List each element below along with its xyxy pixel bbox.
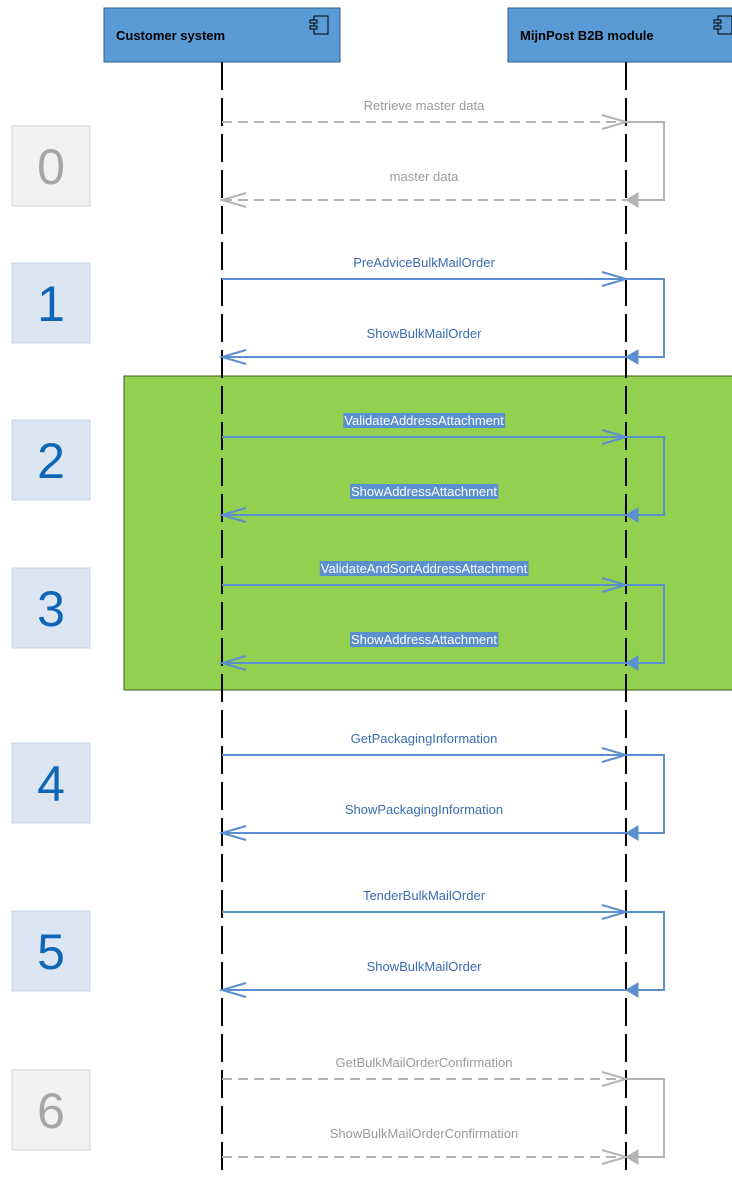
participant-box bbox=[507, 7, 732, 63]
request-label: Retrieve master data bbox=[364, 98, 485, 113]
loop-arrowhead bbox=[625, 192, 639, 208]
label-highlight bbox=[343, 413, 506, 428]
step-number-box bbox=[11, 262, 91, 344]
module-loop bbox=[626, 278, 665, 358]
request-label: ValidateAndSortAddressAttachment bbox=[321, 561, 528, 576]
participant-label: MijnPost B2B module bbox=[520, 28, 654, 43]
module-loop bbox=[626, 121, 665, 201]
loop-arrowhead bbox=[625, 349, 639, 365]
loop-arrowhead bbox=[625, 1149, 639, 1165]
response-label: master data bbox=[390, 169, 459, 184]
request-label: PreAdviceBulkMailOrder bbox=[353, 255, 495, 270]
response-arrowhead bbox=[218, 825, 247, 841]
step-number-box bbox=[11, 125, 91, 207]
loop-arrowhead bbox=[625, 655, 639, 671]
module-loop bbox=[626, 436, 665, 516]
response-arrowhead bbox=[218, 507, 247, 523]
step-number-box bbox=[11, 910, 91, 992]
step-number: 2 bbox=[37, 433, 65, 489]
request-label: ValidateAddressAttachment bbox=[344, 413, 504, 428]
request-label: TenderBulkMailOrder bbox=[363, 888, 486, 903]
request-label: GetPackagingInformation bbox=[351, 731, 498, 746]
label-highlight bbox=[350, 632, 499, 647]
response-arrowhead bbox=[601, 1149, 630, 1165]
step-2: 2 ValidateAddressAttachmentShowAddressAtt… bbox=[11, 413, 665, 523]
response-arrowhead bbox=[218, 349, 247, 365]
response-label: ShowPackagingInformation bbox=[345, 802, 503, 817]
response-arrowhead bbox=[218, 192, 247, 208]
step-number-box bbox=[11, 1069, 91, 1151]
participant-label: Customer system bbox=[116, 28, 225, 43]
response-label: ShowBulkMailOrder bbox=[367, 959, 483, 974]
component-icon bbox=[713, 15, 732, 35]
step-number: 0 bbox=[37, 139, 65, 195]
response-label: ShowBulkMailOrder bbox=[367, 326, 483, 341]
component-icon bbox=[309, 15, 329, 35]
response-label: ShowBulkMailOrderConfirmation bbox=[330, 1126, 519, 1141]
step-number: 3 bbox=[37, 581, 65, 637]
label-highlight bbox=[350, 484, 499, 499]
step-3: 3 ValidateAndSortAddressAttachmentShowAdd… bbox=[11, 561, 665, 671]
participant-mijnpost-module: MijnPost B2B module bbox=[507, 7, 732, 63]
loop-arrowhead bbox=[625, 982, 639, 998]
step-number: 4 bbox=[37, 756, 65, 812]
loop-arrowhead bbox=[625, 825, 639, 841]
step-6: 6 GetBulkMailOrderConfirmationShowBulkMai… bbox=[11, 1055, 665, 1165]
step-number-box bbox=[11, 742, 91, 824]
step-0: 0 Retrieve master data master data bbox=[11, 98, 665, 208]
step-number: 6 bbox=[37, 1083, 65, 1139]
module-loop bbox=[626, 1078, 665, 1158]
participant-customer-system: Customer system bbox=[103, 7, 341, 63]
module-loop bbox=[626, 911, 665, 991]
step-number-box bbox=[11, 567, 91, 649]
step-number: 1 bbox=[37, 276, 65, 332]
request-label: GetBulkMailOrderConfirmation bbox=[335, 1055, 512, 1070]
response-arrowhead bbox=[218, 982, 247, 998]
step-number-box bbox=[11, 419, 91, 501]
module-loop bbox=[626, 754, 665, 834]
step-4: 4 GetPackagingInformationShowPackagingInf… bbox=[11, 731, 665, 841]
response-label: ShowAddressAttachment bbox=[351, 632, 497, 647]
response-label: ShowAddressAttachment bbox=[351, 484, 497, 499]
step-number: 5 bbox=[37, 924, 65, 980]
participant-box bbox=[103, 7, 341, 63]
response-arrowhead bbox=[218, 655, 247, 671]
module-loop bbox=[626, 584, 665, 664]
label-highlight bbox=[319, 561, 529, 576]
loop-arrowhead bbox=[625, 507, 639, 523]
